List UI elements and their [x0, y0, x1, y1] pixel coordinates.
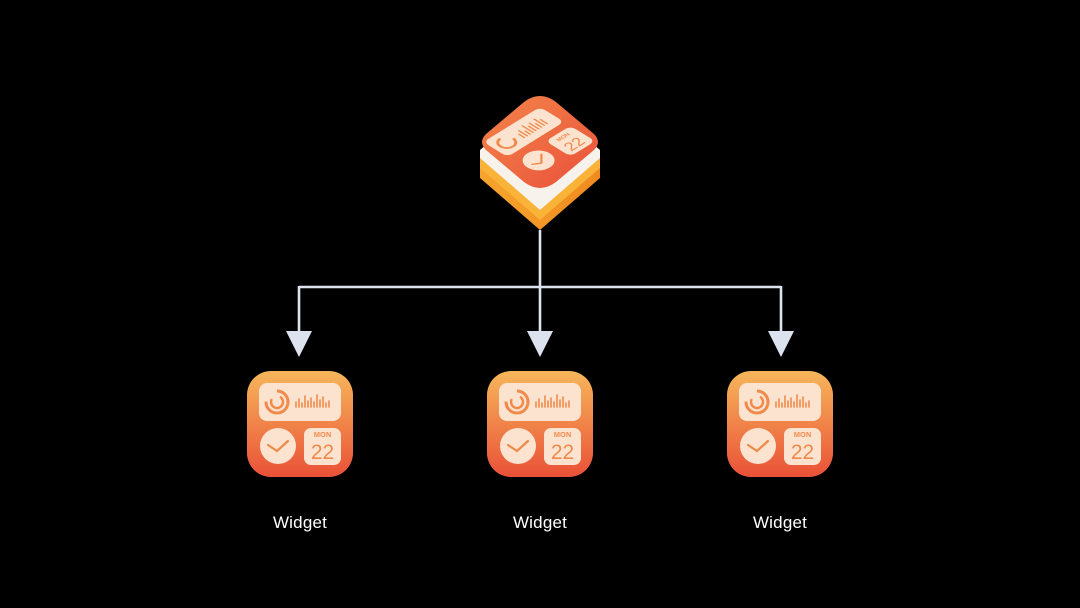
widgetkit-framework-icon: MON 22 [480, 96, 600, 230]
calendar-day: MON [554, 430, 572, 439]
calendar-date: 22 [311, 441, 334, 464]
widget-label-right: Widget [752, 513, 808, 532]
calendar-date: 22 [791, 441, 814, 464]
widget-app-icon: MON 22 [725, 369, 835, 479]
widget-app-icon: MON 22 [485, 369, 595, 479]
widget-label-center: Widget [512, 513, 568, 532]
calendar-day: MON [794, 430, 812, 439]
connector-lines [286, 230, 794, 357]
calendar-date: 22 [551, 441, 574, 464]
widget-app-icon: MON 22 [245, 369, 355, 479]
calendar-day: MON [314, 430, 332, 439]
widget-label-left: Widget [272, 513, 328, 532]
root-calendar-day: MON [556, 132, 573, 142]
